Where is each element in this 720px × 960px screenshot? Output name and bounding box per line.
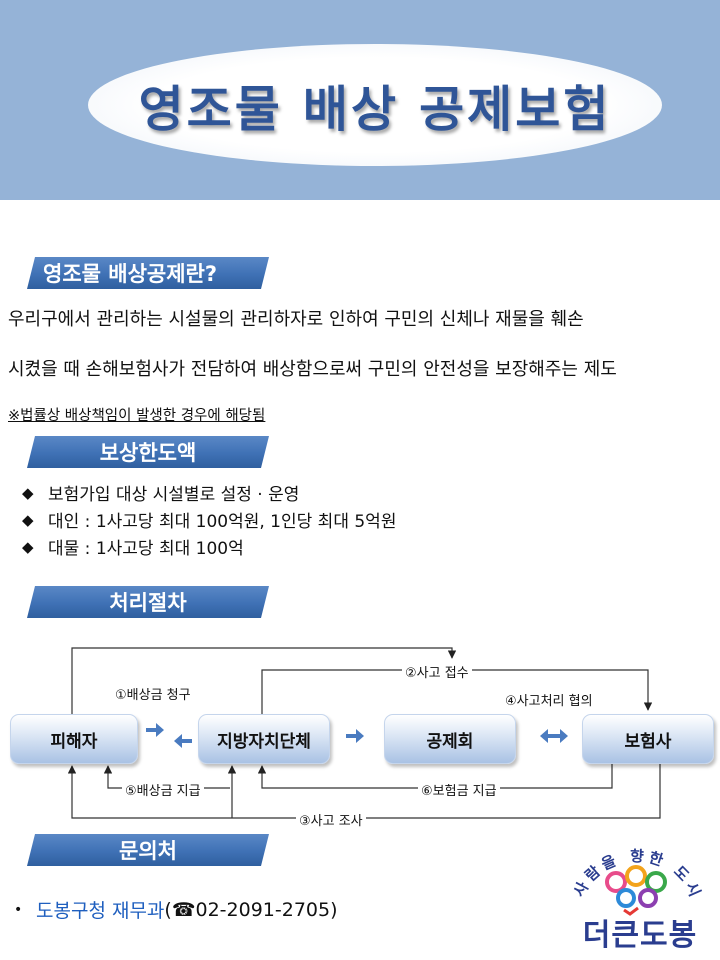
step-2-label: ②사고 접수 (402, 662, 472, 681)
section-heading-limit: 보상한도액 (27, 436, 269, 468)
arrow-left-icon (174, 734, 192, 748)
phone-icon: ☎ (171, 898, 196, 921)
page-title: 영조물 배상 공제보험 (138, 80, 612, 138)
limit-item-text: 보험가입 대상 시설별로 설정 · 운영 (48, 485, 300, 505)
limit-item: ◆ 대물 : 1사고당 최대 100억 (22, 534, 244, 560)
flow-node-local-government: 지방자치단체 (198, 714, 330, 764)
connector-accident-report-victim (71, 647, 457, 714)
diamond-bullet-icon: ◆ (22, 510, 34, 529)
step-6-label: ⑥보험금 지급 (418, 780, 500, 799)
limit-item-text: 대물 : 1사고당 최대 100억 (48, 539, 244, 559)
arrow-right-icon (146, 723, 164, 737)
flow-node-insurer: 보험사 (582, 714, 714, 764)
section-heading-procedure: 처리절차 (27, 586, 269, 618)
contact-phone-open: ( (164, 898, 172, 921)
diamond-bullet-icon: ◆ (22, 483, 34, 502)
logo-emblem: 사람을 향한 도시 (570, 847, 706, 916)
logo-shape-icon (623, 906, 639, 916)
flow-node-mutual-aid: 공제회 (384, 714, 516, 764)
dobong-logo: 사람을 향한 도시 더큰도봉 (560, 832, 714, 956)
flow-node-victim: 피해자 (10, 714, 138, 764)
contact-department: 도봉구청 재무과 (36, 900, 165, 922)
logo-shape-icon (638, 888, 658, 908)
svg-text:사람을 향한 도시: 사람을 향한 도시 (570, 847, 706, 903)
step-4-label: ④사고처리 협의 (502, 690, 596, 709)
section-heading-definition: 영조물 배상공제란? (27, 257, 269, 289)
section-heading-contact: 문의처 (27, 834, 269, 866)
step-5-label: ⑤배상금 지급 (122, 780, 204, 799)
definition-line-1: 우리구에서 관리하는 시설물의 관리하자로 인하여 구민의 신체나 재물을 훼손 (8, 309, 584, 330)
title-oval: 영조물 배상 공제보험 (88, 44, 662, 166)
step-3-label: ③사고 조사 (296, 810, 366, 829)
contact-bullet: • (14, 901, 23, 918)
limit-item-text: 대인 : 1사고당 최대 100억원, 1인당 최대 5억원 (48, 512, 397, 532)
diamond-bullet-icon: ◆ (22, 537, 34, 556)
logo-shape-icon (645, 871, 667, 893)
logo-shape-icon (625, 865, 647, 887)
arrow-both-icon (540, 729, 568, 743)
logo-slogan: 사람을 향한 도시 (570, 847, 702, 903)
step-1-label: ①배상금 청구 (112, 684, 194, 703)
contact-line: • 도봉구청 재무과 ( ☎ 02-2091-2705) (14, 896, 338, 923)
procedure-flowchart: 피해자 지방자치단체 공제회 보험사 ①배상금 청구 ②사고 접수 ③사고 조사… (0, 630, 720, 830)
logo-shape-icon (616, 888, 636, 908)
definition-note: ※법률상 배상책임이 발생한 경우에 해당됨 (8, 408, 266, 424)
contact-phone: 02-2091-2705) (195, 898, 338, 921)
logo-name: 더큰도봉 (582, 918, 698, 953)
limit-item: ◆ 대인 : 1사고당 최대 100억원, 1인당 최대 5억원 (22, 507, 397, 533)
limit-item: ◆ 보험가입 대상 시설별로 설정 · 운영 (22, 480, 300, 506)
definition-line-2: 시켰을 때 손해보험사가 전담하여 배상함으로써 구민의 안전성을 보장해주는 … (8, 359, 617, 380)
logo-shape-icon (605, 871, 627, 893)
header-band: 영조물 배상 공제보험 (0, 0, 720, 200)
arrow-right-icon (346, 729, 364, 743)
connector-investigation (67, 760, 661, 819)
